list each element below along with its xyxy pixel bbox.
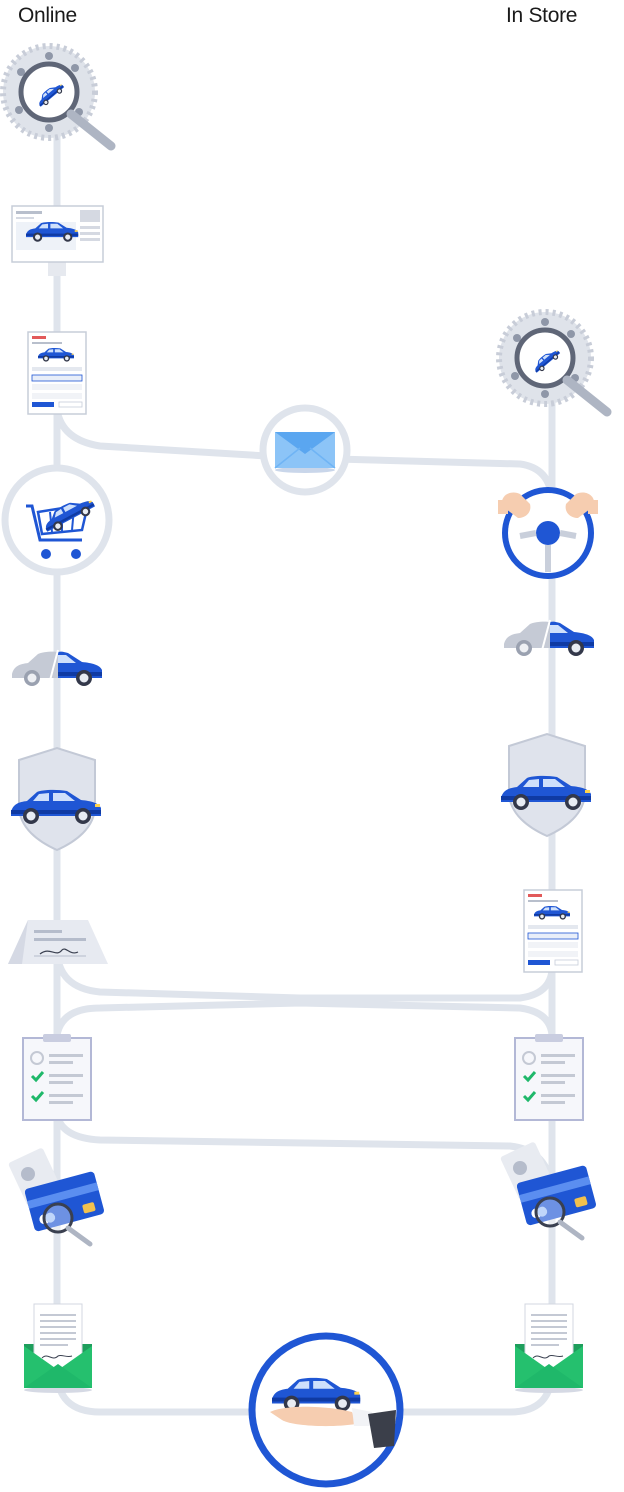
signature-crossover-b (53, 999, 556, 1039)
in-store-test-drive-icon (498, 487, 598, 579)
column-title-online: Online (18, 4, 77, 27)
online-protection-products-icon (11, 748, 101, 850)
online-vehicle-listing-page-icon (11, 205, 104, 276)
shared-vehicle-delivery-icon (248, 1332, 404, 1488)
in-store-checklist-icon (513, 1032, 585, 1122)
online-deal-sheet-icon (28, 332, 86, 414)
online-signature-icon (8, 920, 108, 964)
in-store-signed-contract-icon (514, 1303, 584, 1394)
signature-crossover-a (53, 946, 556, 1002)
in-store-credit-application-icon (500, 1141, 597, 1238)
online-shopping-cart-icon (1, 464, 113, 576)
in-store-deal-sheet-icon (524, 890, 582, 972)
in-store-protection-products-icon (501, 734, 591, 836)
online-search-inventory-icon (3, 46, 111, 146)
in-store-search-inventory-icon (499, 312, 607, 412)
shared-email-icon (259, 404, 351, 496)
checklist-connector (53, 1111, 556, 1194)
online-checklist-icon (21, 1032, 93, 1122)
journey-track (53, 96, 556, 1416)
email-connector (53, 406, 556, 504)
online-signed-contract-icon (23, 1303, 93, 1394)
column-title-in-store: In Store (506, 4, 578, 27)
